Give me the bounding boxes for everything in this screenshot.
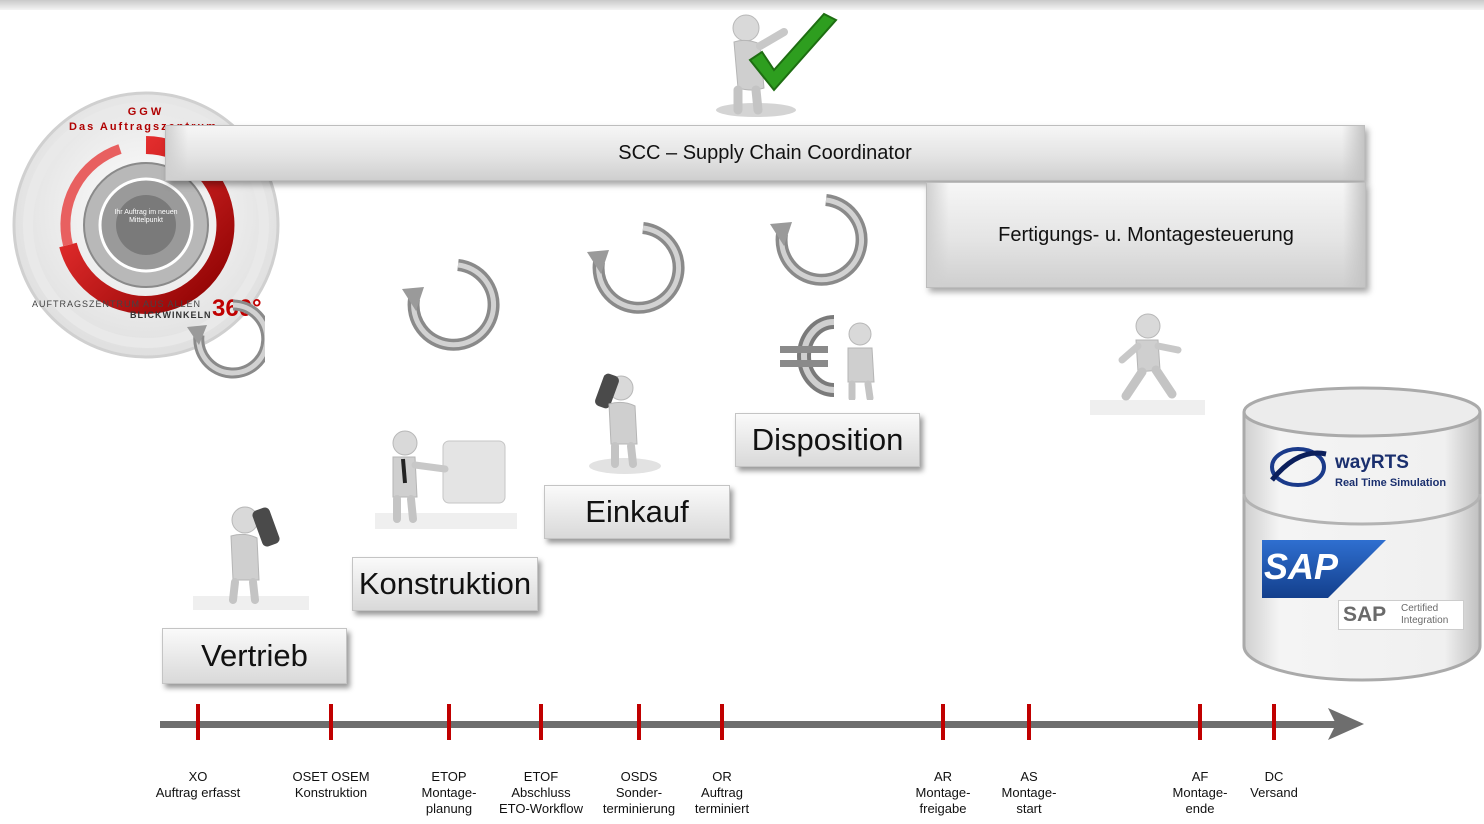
timeline-label-line1: Versand (1250, 785, 1298, 800)
sap-certified-logo: SAP (1343, 603, 1387, 626)
timeline-label-code: AS (1020, 769, 1038, 784)
cycle-arrow-icon (587, 222, 685, 314)
timeline-tick (637, 704, 641, 740)
timeline-label-line1: Auftrag erfasst (155, 785, 241, 800)
database-cylinder: wayRTS Real Time Simulation SAP SAP Cert… (1240, 384, 1484, 684)
timeline-label-line1: Konstruktion (294, 785, 368, 800)
timeline-label-line2: start (1016, 801, 1042, 816)
timeline-label-line2: freigabe (919, 801, 967, 816)
timeline-label-code: XO (188, 769, 208, 784)
phone-figure-icon (589, 373, 661, 474)
scc-bar-label: SCC – Supply Chain Coordinator (618, 141, 912, 164)
timeline-tick (539, 704, 543, 740)
logo-title: GGW (127, 106, 165, 118)
sap-certified-line1: Certified (1401, 603, 1439, 614)
wayrts-name: wayRTS (1335, 452, 1409, 473)
timeline-tick (1198, 704, 1202, 740)
running-figure-icon (1090, 313, 1205, 415)
stage-einkauf: Einkauf (544, 485, 730, 539)
timeline-label-line1: Auftrag (701, 785, 743, 800)
phone-figure-icon (193, 506, 309, 610)
scc-bar: SCC – Supply Chain Coordinator (165, 125, 1365, 181)
euro-figure-icon (780, 315, 875, 400)
timeline-label-code: ETOF (523, 769, 559, 784)
fertigung-box-label: Fertigungs- u. Montagesteuerung (998, 223, 1294, 246)
timeline-label-code: AR (933, 769, 953, 784)
timeline-label-line2: terminierung (602, 801, 676, 816)
timeline-label-line2: ende (1185, 801, 1215, 816)
cycle-arrow-icon (770, 194, 868, 286)
timeline-label-code: DC (1264, 769, 1284, 784)
timeline-label-line1: Abschluss (511, 785, 571, 800)
fertigung-box: Fertigungs- u. Montagesteuerung (926, 182, 1366, 288)
presenter-figure-icon (375, 430, 517, 529)
cycle-arrow-icon (187, 299, 265, 379)
timeline-label-code: ETOP (431, 769, 467, 784)
timeline-label-code: OSET OSEM (292, 769, 370, 784)
logo-tagline-2: BLICKWINKELN (130, 310, 212, 320)
timeline-label-line1: Montage- (915, 785, 971, 800)
cycle-arrow-icon (402, 259, 500, 351)
wayrts-subtitle: Real Time Simulation (1335, 477, 1447, 489)
timeline-label-line1: Montage- (1001, 785, 1057, 800)
timeline-label-line1: Sonder- (615, 785, 663, 800)
logo-ring-text: Ihr Auftrag im neuen Mittelpunkt (114, 209, 178, 224)
timeline-tick (941, 704, 945, 740)
timeline-label-line1: Montage- (421, 785, 477, 800)
timeline-label-code: OSDS (620, 769, 658, 784)
timeline-tick (329, 704, 333, 740)
timeline-label-code: AF (1191, 769, 1209, 784)
stage-disposition: Disposition (735, 413, 920, 467)
timeline-label-line2: terminiert (694, 801, 750, 816)
top-border (0, 0, 1484, 10)
timeline-tick (196, 704, 200, 740)
stage-vertrieb: Vertrieb (162, 628, 347, 684)
timeline-label-code: OR (712, 769, 732, 784)
timeline-arrow (160, 708, 1364, 740)
logo-tagline-1: AUFTRAGSZENTRUM AUS ALLEN (32, 299, 202, 309)
figure-with-checkmark (708, 6, 842, 118)
stage-konstruktion: Konstruktion (352, 557, 538, 611)
wayrts-logo-icon (1270, 447, 1327, 487)
green-check-icon (748, 12, 838, 92)
timeline-label-line2: planung (425, 801, 473, 816)
timeline-tick (447, 704, 451, 740)
sap-certified-badge: SAP Certified Integration (1338, 600, 1464, 630)
timeline-tick (720, 704, 724, 740)
timeline-label-line2: ETO-Workflow (498, 801, 584, 816)
timeline-tick (1272, 704, 1276, 740)
sap-logo-text: SAP (1264, 546, 1339, 587)
timeline-label-line1: Montage- (1172, 785, 1228, 800)
sap-logo: SAP (1262, 540, 1386, 598)
timeline-tick (1027, 704, 1031, 740)
sap-certified-line2: Integration (1401, 615, 1449, 626)
